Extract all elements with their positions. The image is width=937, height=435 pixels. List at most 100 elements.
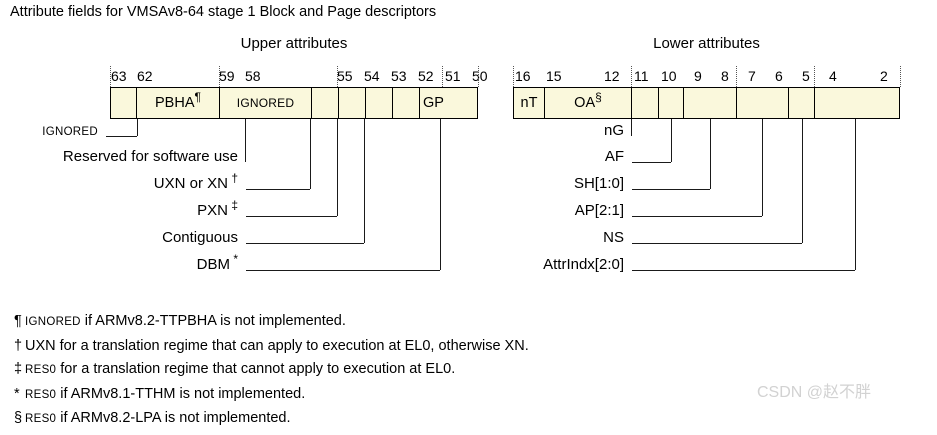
upper-bit-53: 53 — [391, 68, 407, 84]
upper-bit-63: 63 — [111, 68, 127, 84]
upper-bit-52: 52 — [418, 68, 434, 84]
footnote-marker-pbha: ¶ — [194, 90, 201, 105]
watermark: CSDN @赵不胖 — [757, 384, 872, 401]
footnote-1: ¶ IGNORED if ARMv8.2-TTPBHA is not imple… — [14, 310, 924, 335]
upper-bit-50: 50 — [472, 68, 488, 84]
leader-horizontal-sh — [632, 189, 710, 190]
lower-cell-label-oa: OA§ — [574, 90, 602, 111]
lower-bit-9: 9 — [694, 68, 702, 84]
callout-contiguous: Contiguous — [162, 229, 238, 246]
upper-cell-label-gp: GP — [423, 95, 444, 111]
footnote-smallcaps-4: RES0 — [25, 388, 57, 401]
lower-bit-11: 11 — [634, 68, 649, 84]
footnote-4: * RES0 if ARMv8.1-TTHM is not implemente… — [14, 383, 924, 408]
upper-cell-gp: GP — [420, 88, 447, 118]
footnote-smallcaps-3: RES0 — [25, 364, 57, 376]
footnote-mark-3: ‡ — [14, 361, 23, 377]
footnote-2: † UXN for a translation regime that can … — [14, 335, 924, 359]
lower-bit-4: 4 — [829, 68, 837, 84]
leader-vertical-ap — [762, 119, 763, 216]
upper-cell-empty-5 — [366, 88, 393, 118]
lower-bit-7: 7 — [748, 68, 756, 84]
footnote-text-1: if ARMv8.2-TTPBHA is not implemented. — [80, 313, 346, 329]
footnote-text-5: if ARMv8.2-LPA is not implemented. — [56, 410, 291, 426]
bit-group-tick-7 — [736, 66, 737, 87]
lower-cell-empty-3 — [659, 88, 684, 118]
upper-cell-empty-0 — [111, 88, 137, 118]
footnote-marker-dbm: * — [229, 252, 238, 266]
footnotes-list: ¶ IGNORED if ARMv8.2-TTPBHA is not imple… — [14, 310, 924, 432]
leader-horizontal-attrindx — [632, 270, 855, 271]
leader-horizontal-uxn-or-xn — [246, 189, 310, 190]
leader-vertical-sh — [710, 119, 711, 189]
lower-bit-6: 6 — [775, 68, 783, 84]
bit-group-tick-6 — [631, 66, 632, 87]
lower-cell-empty-4 — [684, 88, 737, 118]
upper-bit-58: 58 — [245, 68, 261, 84]
bit-group-tick-0 — [110, 66, 111, 87]
leader-vertical-dbm — [440, 119, 441, 270]
leader-vertical-contiguous — [364, 119, 365, 243]
leader-vertical-ns — [802, 119, 803, 243]
bit-group-tick-1 — [219, 66, 220, 87]
lower-cell-nt: nT — [514, 88, 545, 118]
bit-group-tick-2 — [337, 66, 338, 87]
callout-uxn-or-xn: UXN or XN † — [153, 171, 238, 192]
lower-cell-empty-2 — [632, 88, 659, 118]
leader-vertical-ng — [631, 119, 632, 136]
lower-cell-label-nt: nT — [520, 95, 538, 111]
callout-reserved-for-software-use: Reserved for software use — [62, 148, 238, 165]
bit-group-tick-5 — [513, 66, 514, 87]
callout-dbm: DBM * — [196, 252, 238, 273]
upper-attributes-heading: Upper attributes — [240, 35, 348, 52]
footnote-5: § RES0 if ARMv8.2-LPA is not implemented… — [14, 407, 924, 432]
callout-af: AF — [604, 148, 624, 165]
callout-ignored: IGNORED — [42, 126, 98, 138]
callout-ns: NS — [603, 229, 624, 246]
leader-horizontal-ignored — [106, 136, 137, 137]
lower-bit-15: 15 — [546, 68, 562, 84]
upper-cell-empty-4 — [339, 88, 366, 118]
leader-vertical-ignored — [137, 119, 138, 136]
lower-bit-12: 12 — [604, 68, 620, 84]
callout-attrindx: AttrIndx[2:0] — [543, 256, 624, 273]
footnote-marker-uxn-or-xn: † — [227, 171, 238, 185]
footnote-text-2: UXN for a translation regime that can ap… — [25, 337, 529, 354]
footnote-smallcaps-1: IGNORED — [25, 316, 81, 328]
leader-horizontal-ns — [632, 243, 802, 244]
footnote-marker-pxn: ‡ — [227, 198, 238, 212]
leader-horizontal-contiguous — [246, 243, 364, 244]
lower-cell-empty-6 — [789, 88, 815, 118]
lower-bit-5: 5 — [802, 68, 810, 84]
upper-bit-51: 51 — [445, 68, 461, 84]
upper-bit-54: 54 — [364, 68, 380, 84]
footnote-text-4: if ARMv8.1-TTHM is not implemented. — [56, 385, 306, 402]
bit-group-tick-4 — [478, 66, 479, 87]
leader-vertical-pxn — [337, 119, 338, 216]
upper-cell-ignored: IGNORED — [220, 88, 312, 118]
leader-vertical-reserved-for-software-use — [245, 119, 246, 162]
footnote-mark-5: § — [14, 410, 23, 426]
upper-cell-empty-6 — [393, 88, 420, 118]
lower-cell-empty-5 — [737, 88, 789, 118]
lower-bit-2: 2 — [880, 68, 888, 84]
footnote-marker-oa: § — [595, 90, 602, 105]
lower-attributes-heading: Lower attributes — [653, 35, 760, 52]
leader-vertical-attrindx — [855, 119, 856, 270]
footnote-mark-2: † — [14, 337, 23, 354]
footnote-smallcaps-5: RES0 — [25, 413, 57, 425]
upper-bit-59: 59 — [219, 68, 235, 84]
lower-bit-8: 8 — [721, 68, 729, 84]
lower-bit-16: 16 — [515, 68, 531, 84]
footnote-mark-4: * — [14, 385, 20, 402]
leader-vertical-uxn-or-xn — [310, 119, 311, 189]
footnote-mark-1: ¶ — [14, 313, 22, 329]
lower-bit-10: 10 — [661, 68, 677, 84]
page-title: Attribute fields for VMSAv8-64 stage 1 B… — [10, 4, 437, 20]
lower-attributes-field-box: nT OA§ — [513, 87, 900, 119]
callout-ap: AP[2:1] — [574, 202, 624, 219]
